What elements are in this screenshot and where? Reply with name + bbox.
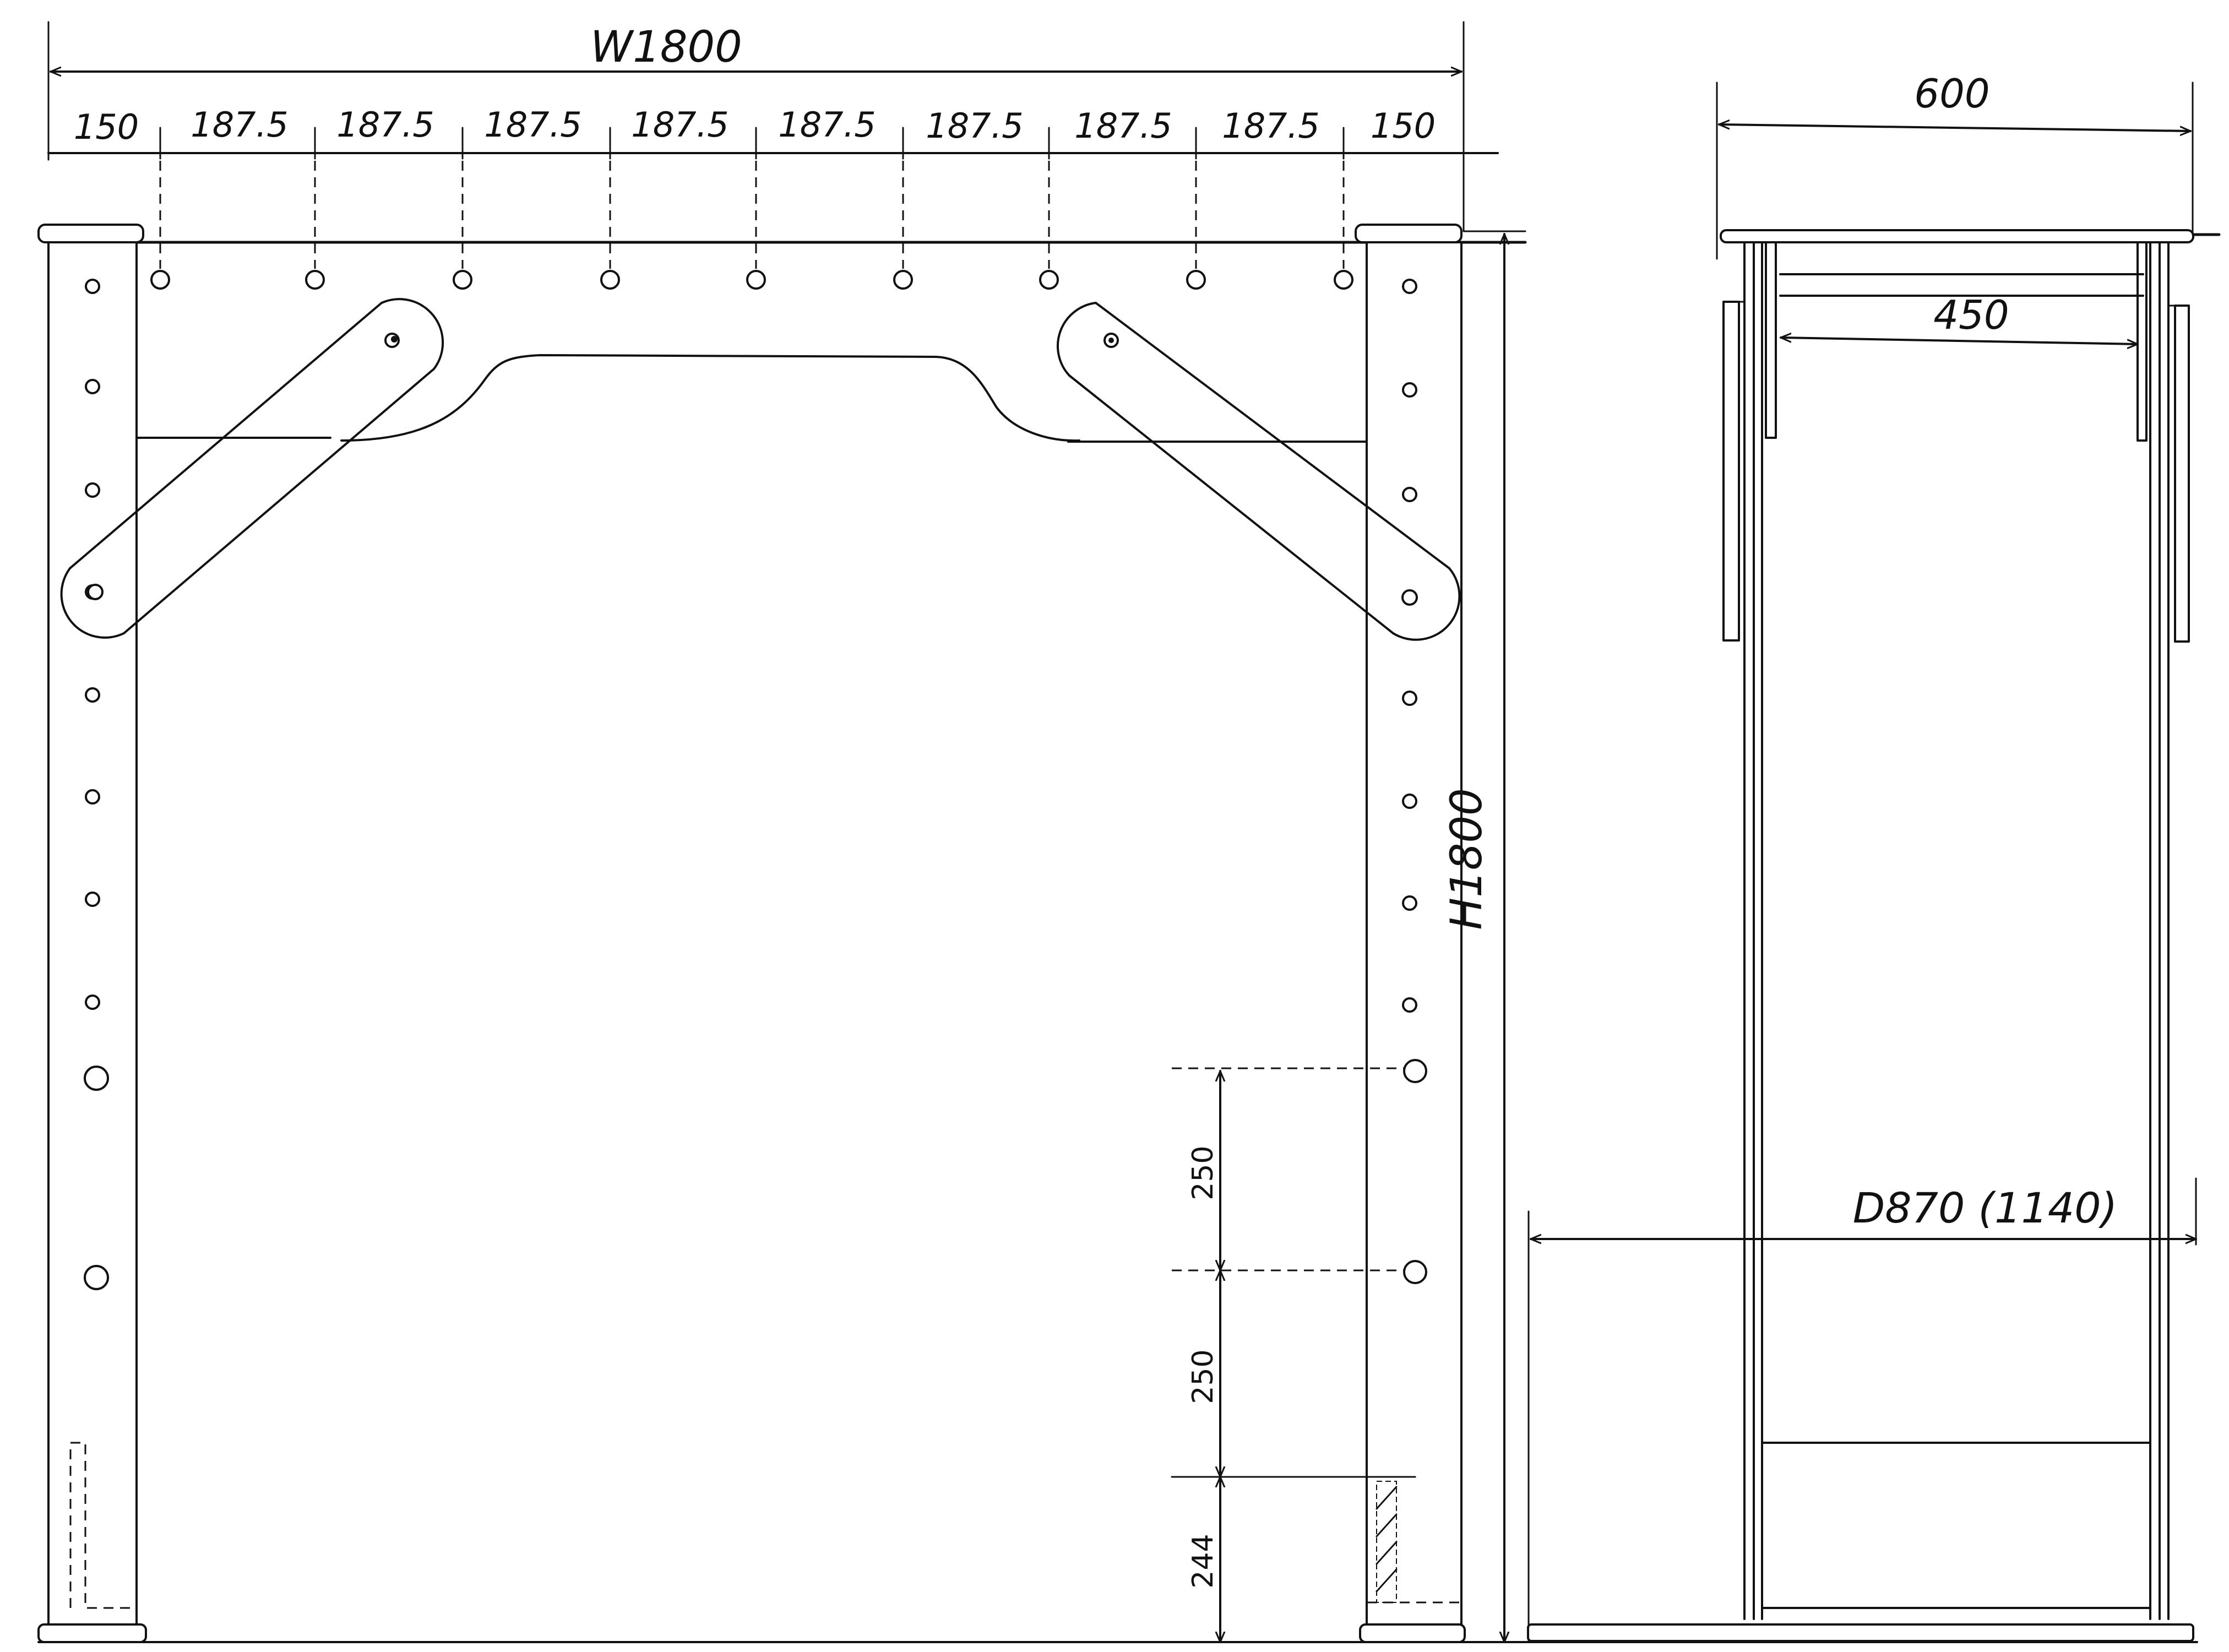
right-post [1366,241,1463,1626]
left-post-large-hole [84,1066,109,1091]
right-brace [1057,302,1461,641]
left-post-hole [85,687,100,703]
right-post-hole [1402,794,1417,809]
adjust-hole-upper [1403,1059,1427,1083]
top-beam-cap-right [1355,224,1463,243]
width-label: W1800 [590,23,742,72]
top-beam-hole [600,270,620,290]
side-panel-right [2174,305,2190,643]
front-view: W1800 150 187.5 187.5 187.5 187.5 187.5 … [37,21,1527,1643]
right-post-hole [1402,487,1417,502]
spacing-label-2: 187.5 [336,105,434,145]
side-top-dimension-line [1718,124,2192,131]
top-beam-hole [305,270,325,290]
left-foot-cap [37,1623,147,1643]
right-post-hole [1402,382,1417,398]
top-beam-cap-left [37,224,144,243]
hole-leader-lines [159,144,1345,269]
adjust-hole-lower [1403,1260,1427,1284]
left-post-hole [85,279,100,294]
side-base-rail [1527,1623,2194,1642]
dim-label-244: 244 [1187,1534,1220,1588]
spacing-label-5: 187.5 [778,105,876,145]
spacing-label-7: 187.5 [1074,106,1172,146]
top-beam-hole [1186,270,1206,290]
right-foot-cap [1359,1623,1466,1643]
height-label: H1800 [1442,788,1492,930]
left-post-hole [85,482,100,498]
right-post-holes [1402,279,1417,1013]
left-post-hole [85,789,100,805]
side-inner-upright-left [1765,241,1777,439]
side-panel-left [1722,301,1740,642]
spacing-label-9: 150 [1371,106,1436,146]
side-inner-upright-right [2136,241,2148,442]
spacing-label-0: 150 [74,107,139,147]
top-beam-hole [893,270,913,290]
spacing-label-4: 187.5 [631,105,729,145]
right-post-hole [1402,895,1417,911]
side-top-rail [1720,229,2194,243]
side-top-width-label: 600 [1914,70,1989,117]
spacing-label-6: 187.5 [926,106,1024,146]
dim-label-250-lower: 250 [1187,1349,1220,1404]
right-brace-end-hole [1401,589,1418,606]
right-post-hole [1402,279,1417,294]
beam-panel-arch [340,354,1080,442]
right-post-hole [1402,997,1417,1013]
dim-label-250-upper: 250 [1187,1145,1220,1200]
top-beam-hole [746,270,766,290]
hole-spacing-labels: 150 187.5 187.5 187.5 187.5 187.5 187.5 … [74,105,1436,147]
spacing-label-1: 187.5 [191,105,289,145]
top-beam-hole [1039,270,1059,290]
left-post-hole [85,892,100,907]
spacing-label-3: 187.5 [484,105,582,145]
left-post-holes [84,279,109,1290]
top-beam-holes [150,270,1353,290]
left-post-large-hole [84,1265,109,1290]
left-post-hole [85,995,100,1010]
side-inner-dimension-line [1780,338,2139,344]
right-post-hole [1402,691,1417,706]
top-beam-hole [150,270,170,290]
top-beam-hole [453,270,472,290]
side-depth-label: D870 (1140) [1853,1183,2117,1232]
left-brace-end-hole [87,584,104,600]
left-brace [60,298,444,639]
spacing-label-8: 187.5 [1222,106,1320,146]
side-inner-width-label: 450 [1933,292,2009,338]
side-view: 600 450 D870 (1140) [1524,70,2221,1643]
top-beam-hole [1334,270,1353,290]
left-post-hole [85,379,100,394]
left-post [47,241,138,1626]
